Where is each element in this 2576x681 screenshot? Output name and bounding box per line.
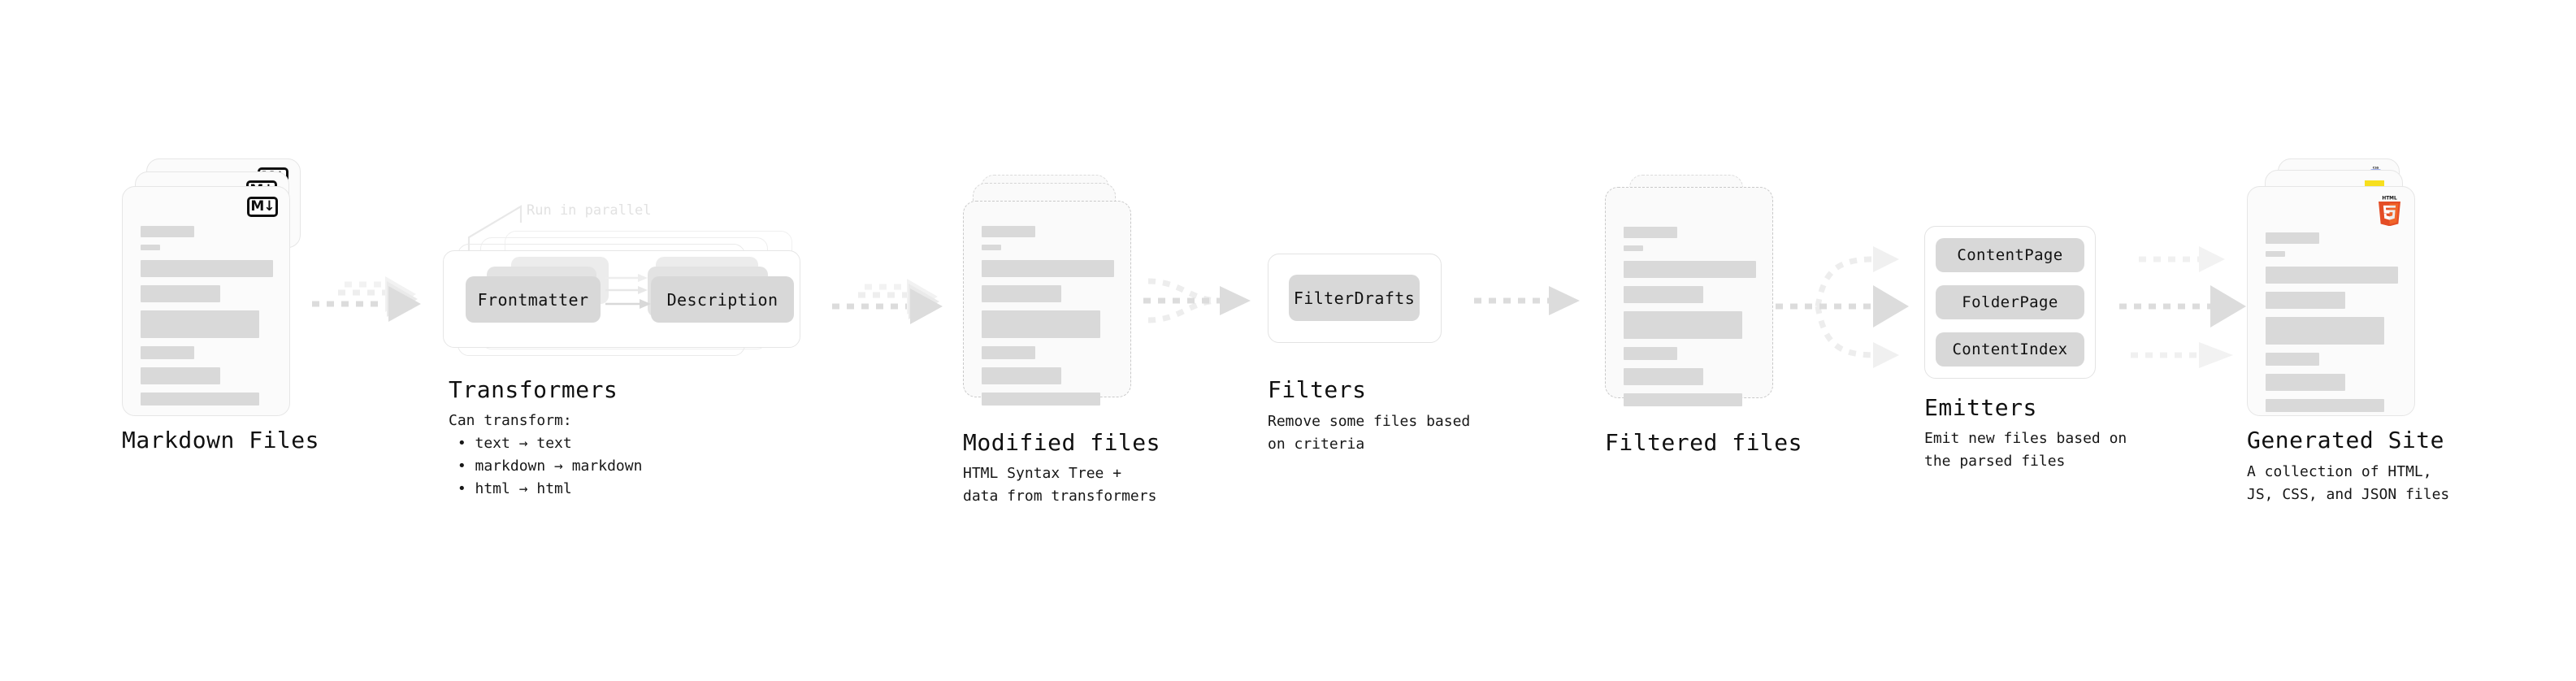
emitter-chip-contentpage[interactable]: ContentPage <box>1936 238 2084 272</box>
stage-desc-modified-files: HTML Syntax Tree + data from transformer… <box>963 465 1157 505</box>
doc-line <box>982 367 1061 384</box>
generated-file-html: HTML <box>2247 186 2415 416</box>
doc-line <box>141 260 273 277</box>
stage-title-emitters: Emitters <box>1924 394 2037 421</box>
doc-line <box>2266 232 2319 244</box>
doc-line <box>2266 374 2345 391</box>
stage-title-modified-files: Modified files <box>963 429 1161 456</box>
doc-line <box>2266 251 2285 257</box>
stage-generated-site: CSS HTML <box>2247 158 2434 427</box>
doc-line <box>1624 261 1756 278</box>
doc-line <box>982 346 1035 359</box>
run-in-parallel-label: Run in parallel <box>527 202 652 219</box>
doc-line <box>141 245 160 250</box>
generated-site-stack: CSS HTML <box>2247 158 2434 427</box>
document-placeholder-lines <box>2266 232 2398 412</box>
doc-line <box>982 285 1061 302</box>
emitter-chip-contentindex[interactable]: ContentIndex <box>1936 332 2084 367</box>
svg-text:HTML: HTML <box>2382 197 2397 202</box>
document-placeholder-lines <box>982 226 1114 406</box>
stage-filtered-files <box>1605 175 1780 427</box>
arrow-filtered-to-emitters <box>1776 232 1922 374</box>
stage-filters: FilterDrafts <box>1268 254 1442 343</box>
stage-emitters: ContentPage FolderPage ContentIndex <box>1924 226 2101 380</box>
stage-desc-generated-site: A collection of HTML, JS, CSS, and JSON … <box>2247 463 2450 503</box>
doc-line <box>1624 245 1643 251</box>
stage-modified-files <box>963 175 1138 427</box>
doc-line <box>1624 311 1742 339</box>
transformer-internal-arrows <box>605 274 651 309</box>
stage-transformers: Run in parallel Frontmatter Description <box>443 192 825 367</box>
doc-line <box>1624 347 1677 360</box>
doc-line <box>982 245 1001 250</box>
html5-icon: HTML <box>2379 197 2400 226</box>
stage-desc-emitters: Emit new files based on the parsed files <box>1924 430 2127 470</box>
doc-line <box>2266 317 2384 345</box>
filtered-file-stack <box>1605 175 1780 427</box>
filtered-file-front <box>1605 187 1773 406</box>
transformer-chip-description[interactable]: Description <box>651 276 794 323</box>
arrow-modified-to-filters <box>1142 268 1255 341</box>
markdown-file-stack: M↓ M↓ M↓ <box>122 158 301 435</box>
doc-line <box>982 260 1114 277</box>
doc-line <box>1624 286 1703 303</box>
stage-title-markdown-files: Markdown Files <box>122 427 320 453</box>
doc-line <box>1624 227 1677 238</box>
doc-line <box>2266 399 2384 412</box>
doc-line <box>141 393 259 406</box>
markdown-icon: M↓ <box>247 197 278 217</box>
doc-line <box>141 367 220 384</box>
doc-line <box>141 310 259 338</box>
stage-title-generated-site: Generated Site <box>2247 427 2445 453</box>
doc-line <box>1624 393 1742 406</box>
modified-file-stack <box>963 175 1138 427</box>
doc-line <box>141 226 194 237</box>
stage-markdown-files: M↓ M↓ M↓ <box>122 158 301 435</box>
emitter-chip-folderpage[interactable]: FolderPage <box>1936 285 2084 319</box>
doc-line <box>1624 368 1703 385</box>
doc-line <box>2266 353 2319 366</box>
doc-line <box>141 285 220 302</box>
svg-text:CSS: CSS <box>2373 167 2379 170</box>
document-placeholder-lines <box>1624 227 1756 406</box>
arrow-emitters-to-site <box>2113 232 2259 374</box>
doc-line <box>982 310 1100 338</box>
doc-line <box>141 346 194 359</box>
stage-desc-filters: Remove some files based on criteria <box>1268 413 1471 453</box>
stage-title-filtered-files: Filtered files <box>1605 429 1803 456</box>
filter-chip-filterdrafts[interactable]: FilterDrafts <box>1289 275 1420 321</box>
doc-line <box>982 226 1035 237</box>
stage-title-filters: Filters <box>1268 376 1367 403</box>
arrow-markdown-to-transformers <box>307 276 421 341</box>
stage-title-transformers: Transformers <box>449 376 618 403</box>
doc-line <box>2266 292 2345 309</box>
markdown-file-front: M↓ <box>122 186 290 416</box>
stage-desc-transformers: Can transform: • text → text • markdown … <box>449 412 643 497</box>
arrow-transformers-to-modified <box>829 279 943 337</box>
transformer-chip-frontmatter[interactable]: Frontmatter <box>466 276 601 323</box>
arrow-filters-to-filtered <box>1471 283 1585 323</box>
doc-line <box>982 393 1100 406</box>
modified-file-front <box>963 201 1131 406</box>
document-placeholder-lines <box>141 226 273 406</box>
run-in-parallel-bracket <box>467 205 523 257</box>
doc-line <box>2266 267 2398 284</box>
